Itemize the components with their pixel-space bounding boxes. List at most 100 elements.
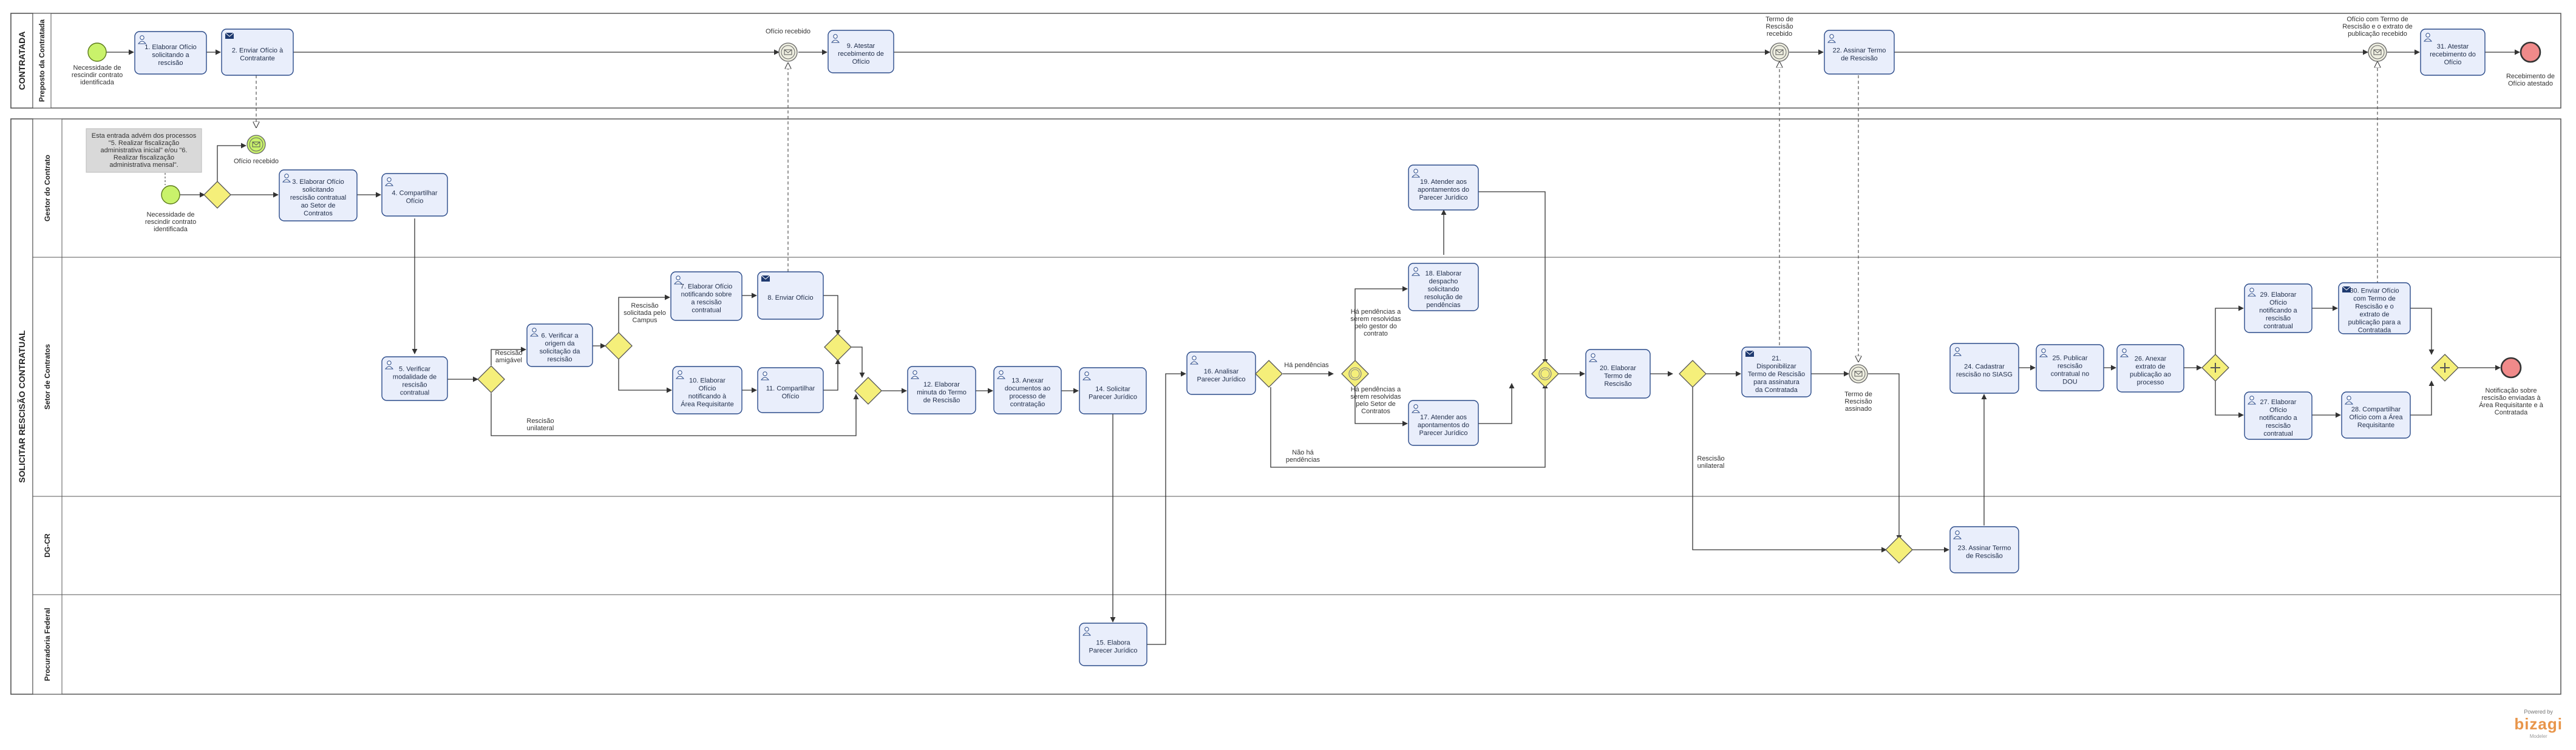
brand-modeler: Modeler <box>2529 734 2547 739</box>
gw-gestor-gateway[interactable] <box>203 181 231 209</box>
task-label: 8. Enviar Ofício <box>767 294 813 302</box>
lane-title-gestor: Gestor do Contrato <box>43 155 52 221</box>
gw-rescisao-gateway[interactable] <box>1679 360 1707 388</box>
gw-origem-gateway[interactable] <box>605 332 633 360</box>
send-task-icon <box>761 275 770 282</box>
gw-modalidade-gateway[interactable] <box>477 365 505 393</box>
pool-title: CONTRATADA <box>17 32 27 90</box>
gw-pend-tipo-gateway[interactable] <box>1341 360 1369 388</box>
gw-parallel-split-gateway[interactable] <box>2201 354 2229 382</box>
user-task-icon <box>675 370 685 379</box>
gw-parallel-join-gateway[interactable] <box>2431 354 2459 382</box>
end-event-contratada[interactable] <box>2520 41 2541 63</box>
pool-title: SOLICITAR RESCISÃO CONTRATUAL <box>16 330 27 483</box>
label-msg-oficio-recebido-gestor: Ofício recebido <box>234 158 279 165</box>
user-task-icon <box>1827 34 1837 43</box>
msg-event-oficio-recebido-top[interactable] <box>778 42 798 62</box>
msg-event-oficio-termo[interactable] <box>2368 42 2387 62</box>
gw-join-dg-gateway[interactable] <box>1885 536 1913 564</box>
gw-pendencias-gateway[interactable] <box>1255 360 1283 388</box>
user-task-icon <box>831 34 840 43</box>
gw-join-oficio-gateway[interactable] <box>824 333 852 361</box>
user-task-icon <box>1952 530 1962 539</box>
send-task-icon <box>1745 350 1755 357</box>
user-task-icon <box>2247 396 2257 405</box>
start-event-gestor[interactable] <box>161 185 180 204</box>
user-task-icon <box>384 177 394 186</box>
annotation-text: Esta entrada advém dos processos"5. Real… <box>92 132 197 169</box>
user-task-icon <box>2344 396 2354 405</box>
sequence-flows <box>106 49 2520 645</box>
task-t8[interactable]: 8. Enviar Ofício <box>757 271 824 320</box>
gw-join-pend-gateway[interactable] <box>1531 360 1559 388</box>
gw-join-modal-gateway[interactable] <box>854 377 882 405</box>
label-g-ha-pendencias: Há pendências <box>1284 362 1329 369</box>
user-task-icon <box>1411 169 1421 178</box>
bizagi-logo: Powered by bizagi Modeler <box>2514 709 2563 739</box>
msg-event-termo-assinado[interactable] <box>1849 364 1868 383</box>
brand-powered: Powered by <box>2524 709 2553 715</box>
msg-event-oficio-recebido-gestor[interactable] <box>246 135 266 154</box>
msg-event-termo-recebido[interactable] <box>1770 42 1789 62</box>
start-event-contratada[interactable] <box>87 42 107 62</box>
user-task-icon <box>1588 353 1598 362</box>
user-task-icon <box>2119 348 2129 357</box>
user-task-icon <box>529 328 539 337</box>
user-task-icon <box>910 370 920 379</box>
lane-title-preposto: Preposto da Contratada <box>38 19 46 102</box>
lane-title-dgcr: DG-CR <box>43 533 52 558</box>
end-event-setor[interactable] <box>2500 357 2522 379</box>
send-task-icon <box>225 32 234 39</box>
